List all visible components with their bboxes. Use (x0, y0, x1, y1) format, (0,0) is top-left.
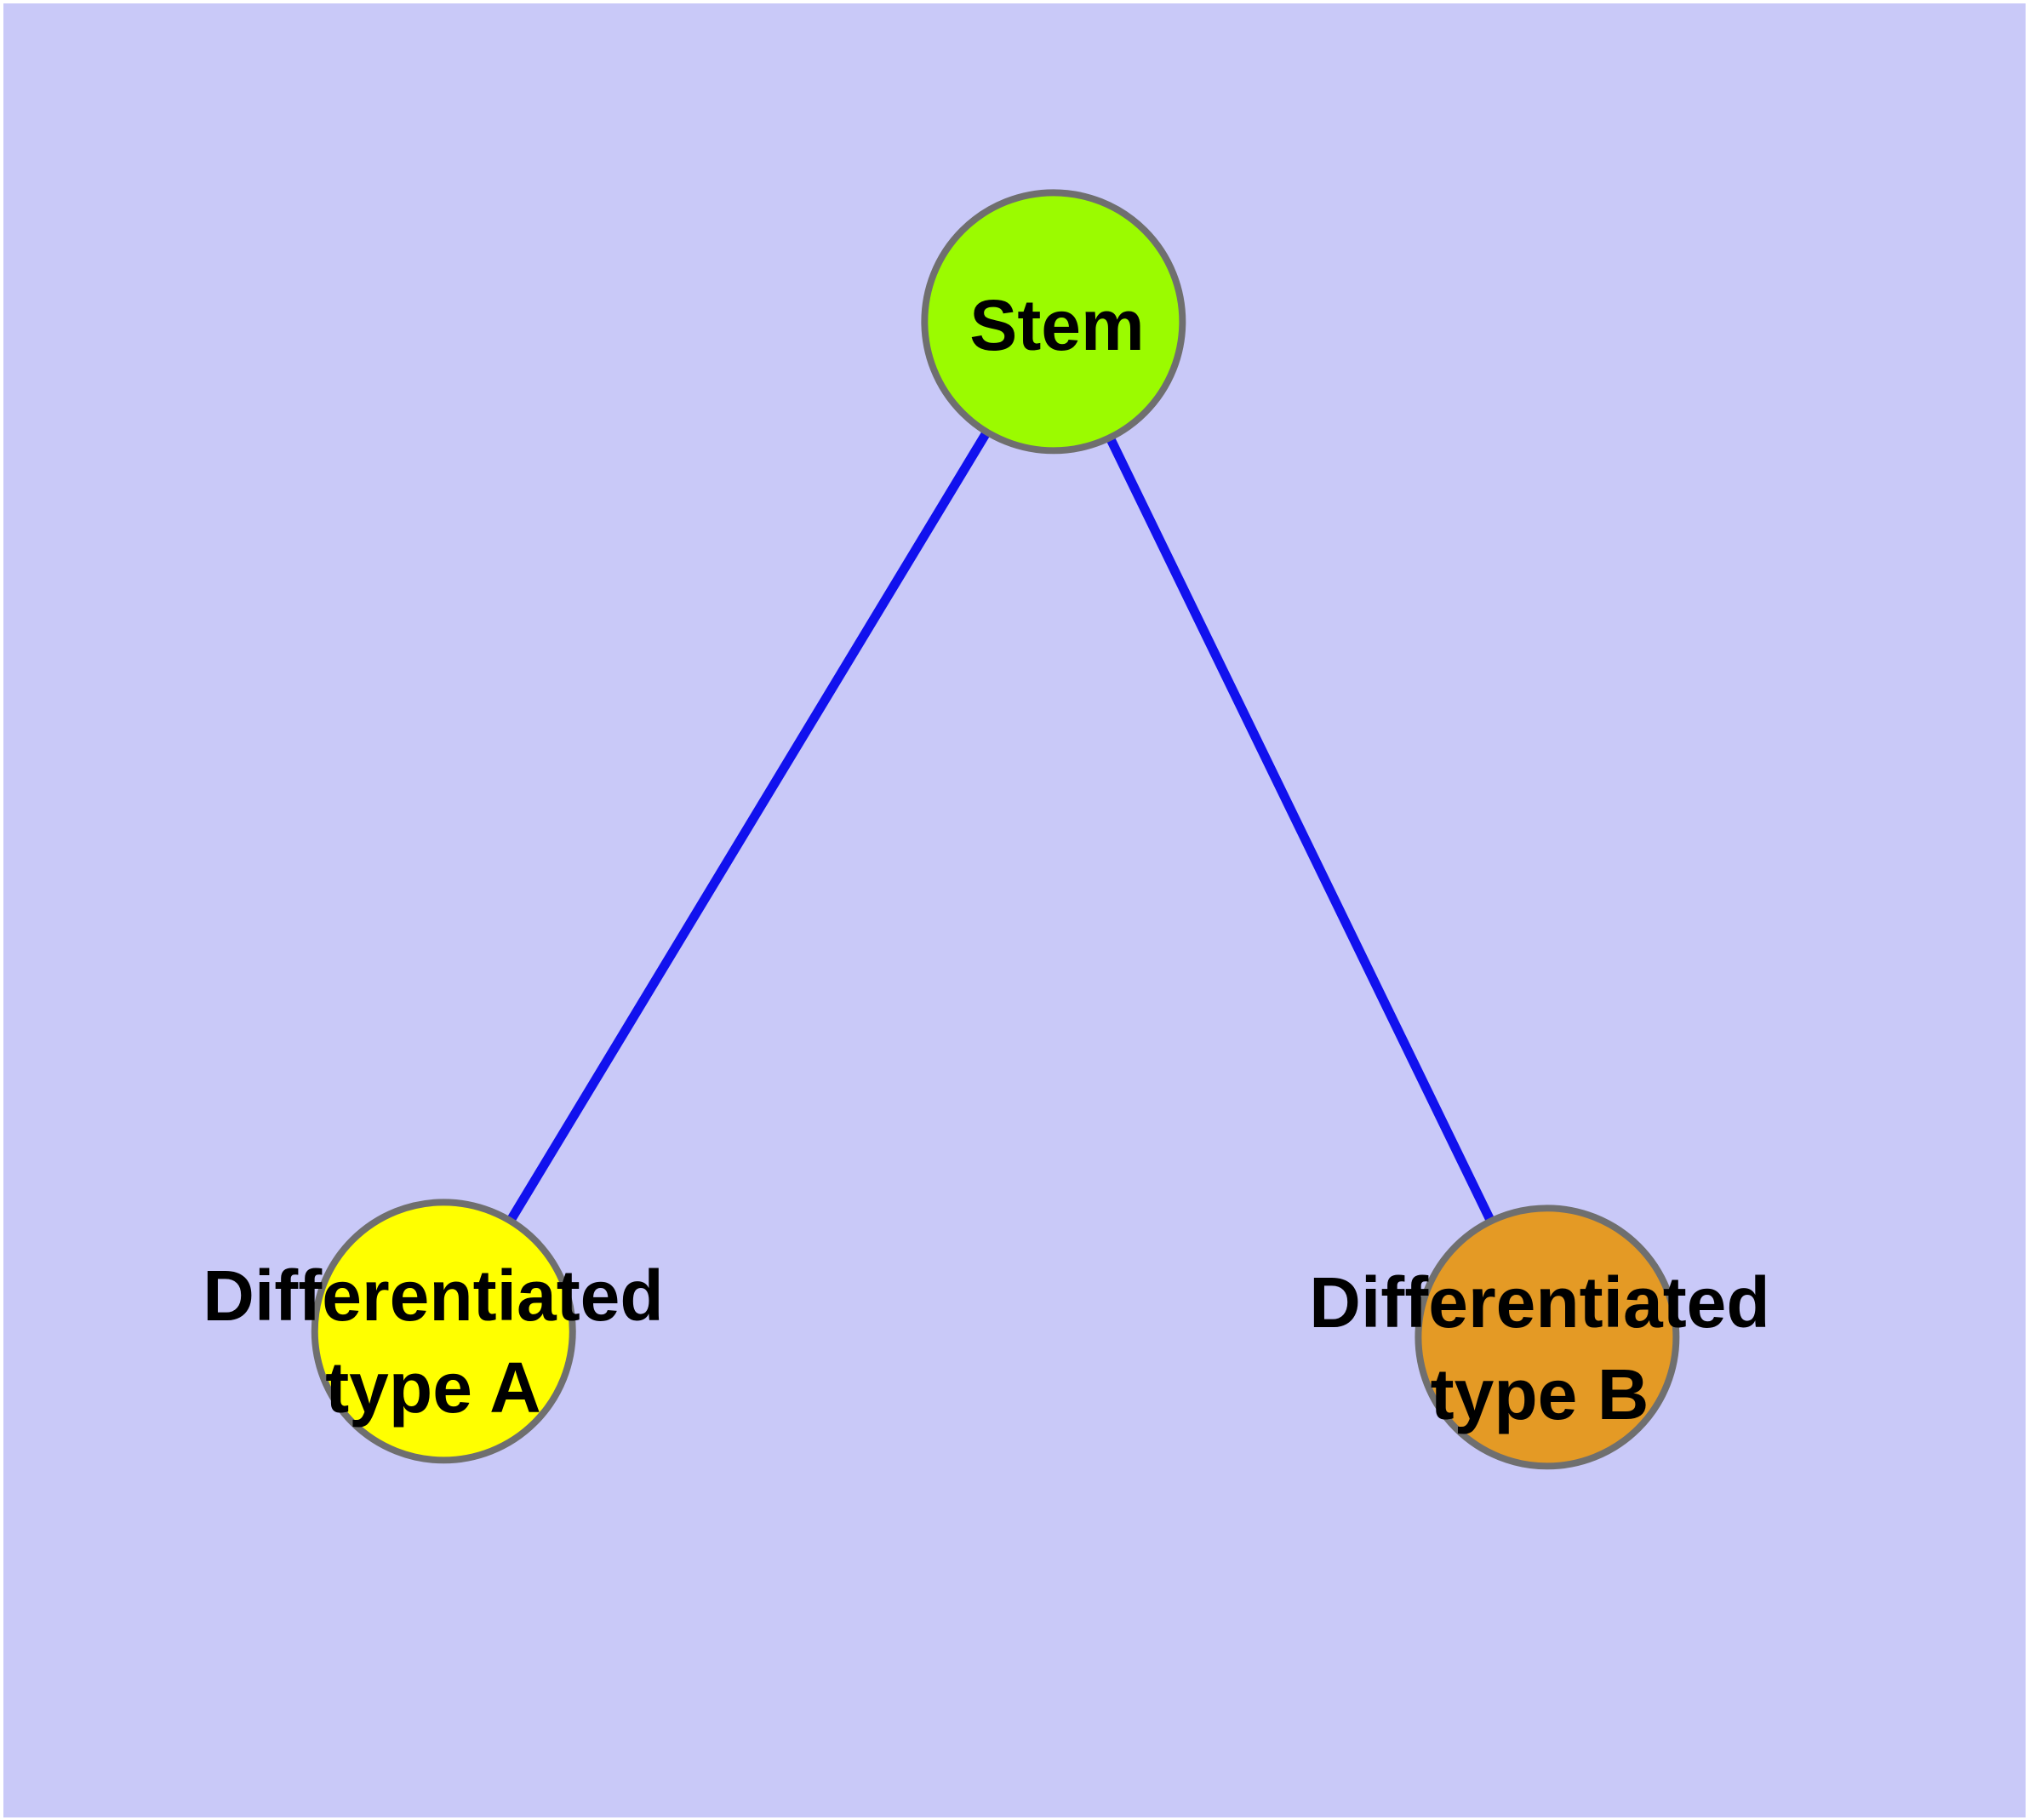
node-stem-circle (921, 189, 1186, 455)
node-typeB-label: Differentiated type B (1309, 1256, 1769, 1440)
node-stem-label: Stem (969, 285, 1145, 365)
diagram-canvas: Stem Differentiated type A Differentiate… (3, 3, 2026, 1817)
edge-stem-to-typeA (438, 317, 1059, 1336)
graph-svg (311, 189, 1680, 1470)
node-typeB-label-line1: Differentiated (1309, 1262, 1770, 1342)
node-typeA-circle (311, 1199, 576, 1464)
node-typeA-label-line2: type A (325, 1348, 541, 1428)
node-typeA-label-line1: Differentiated (203, 1256, 664, 1336)
node-typeB-label-line2: type B (1430, 1354, 1649, 1434)
edge-stem-to-typeB (1049, 317, 1552, 1342)
node-typeB-circle (1415, 1205, 1680, 1470)
node-typeA-label: Differentiated type A (203, 1250, 663, 1434)
